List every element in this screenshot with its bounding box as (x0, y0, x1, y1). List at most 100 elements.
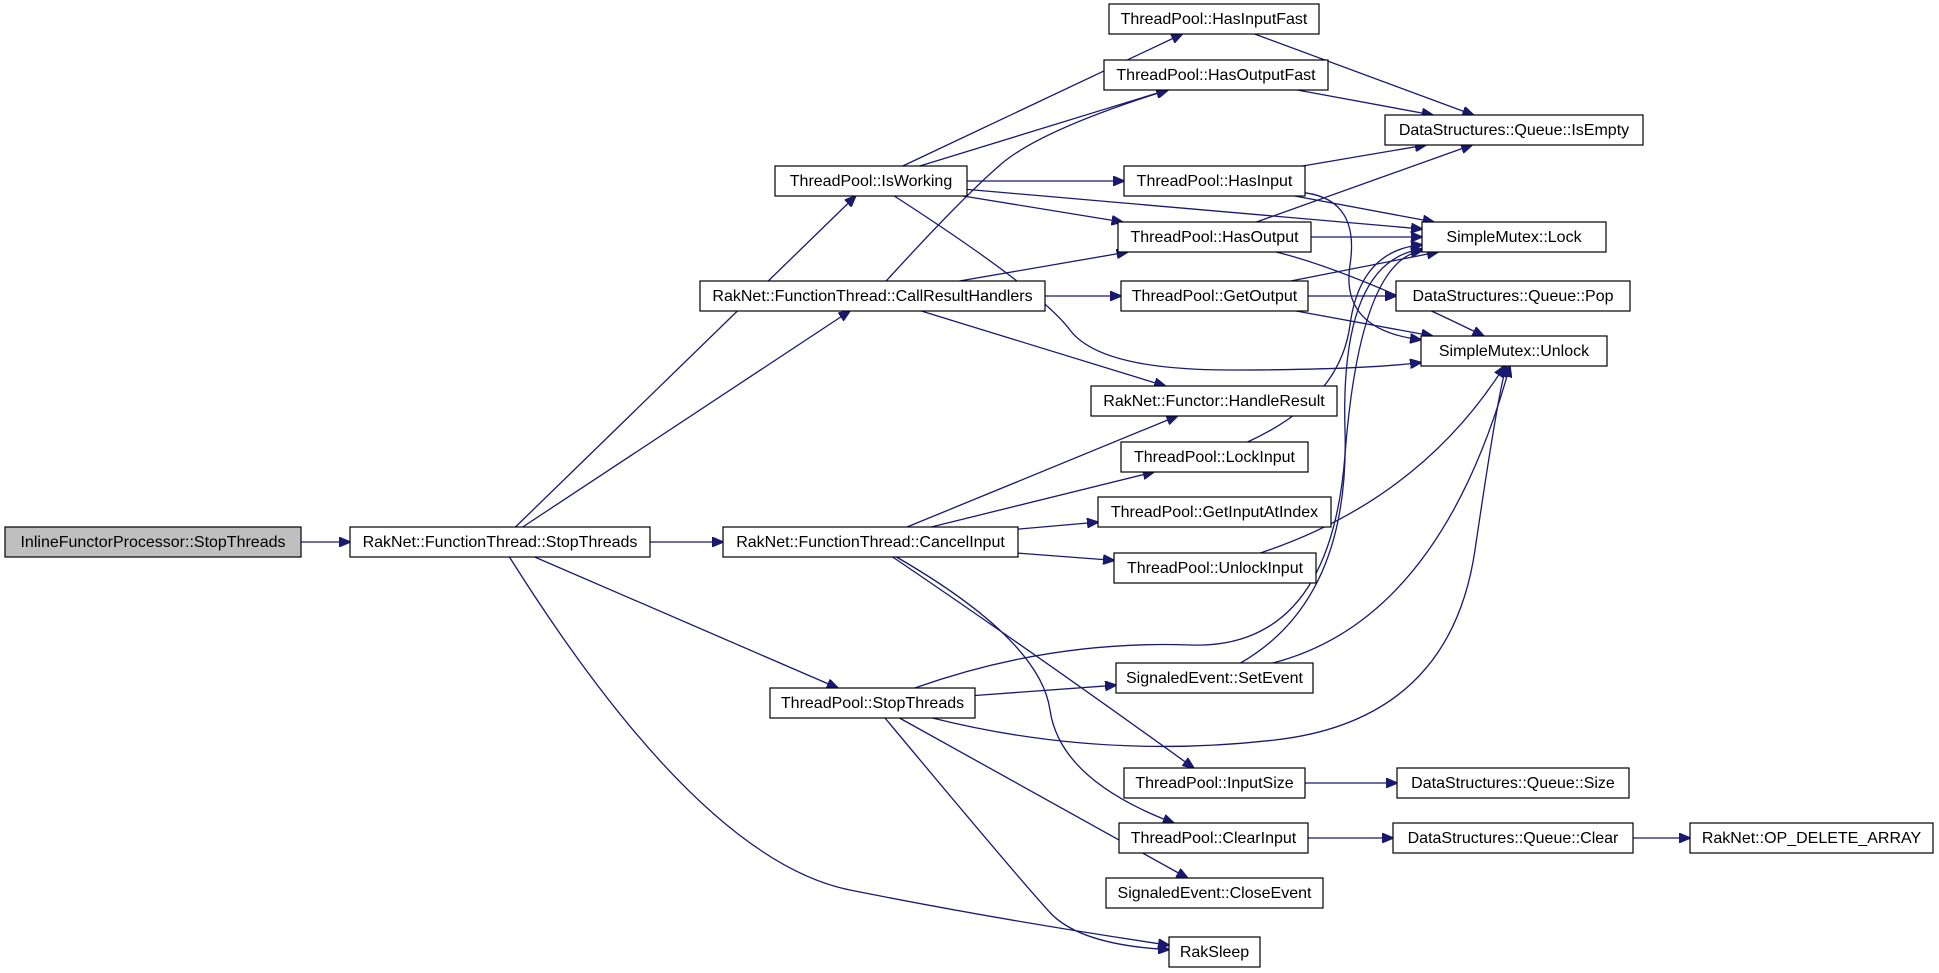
node-datastructures-queue-size[interactable]: DataStructures::Queue::Size (1396, 767, 1630, 799)
node-label: DataStructures::Queue::Clear (1408, 830, 1619, 847)
node-box (1395, 280, 1631, 312)
node-threadpool-isworking[interactable]: ThreadPool::IsWorking (774, 165, 968, 197)
edge-threadpool-isworking-to-simplemutex-lock (966, 188, 1422, 229)
node-datastructures-queue-isempty[interactable]: DataStructures::Queue::IsEmpty (1384, 114, 1644, 146)
node-box (1396, 767, 1630, 799)
node-label: DataStructures::Queue::IsEmpty (1399, 122, 1629, 139)
node-datastructures-queue-clear[interactable]: DataStructures::Queue::Clear (1392, 822, 1634, 854)
node-box (1689, 822, 1934, 854)
node-box (1420, 335, 1608, 367)
node-box (1384, 114, 1644, 146)
node-raknet-functionthread-stopthreads[interactable]: RakNet::FunctionThread::StopThreads (349, 526, 651, 558)
node-label: ThreadPool::IsWorking (790, 173, 952, 190)
edge-threadpool-stopthreads-to-simplemutex-lock (914, 251, 1422, 689)
node-label: InlineFunctorProcessor::StopThreads (20, 534, 285, 551)
edge-threadpool-unlockinput-to-simplemutex-unlock (1260, 366, 1504, 554)
node-box (1118, 822, 1309, 854)
node-box (722, 526, 1019, 558)
edge-threadpool-isworking-to-threadpool-hasinputfast (902, 34, 1182, 167)
edge-threadpool-hasoutput-to-datastructures-queue-isempty (1256, 145, 1472, 223)
node-label: ThreadPool::HasInputFast (1121, 11, 1308, 28)
edge-threadpool-hasinput-to-simplemutex-unlock (1304, 192, 1421, 340)
node-label: RakSleep (1180, 944, 1249, 961)
node-label: DataStructures::Queue::Size (1411, 775, 1615, 792)
node-threadpool-hasinputfast[interactable]: ThreadPool::HasInputFast (1108, 3, 1320, 35)
node-label: RakNet::FunctionThread::CancelInput (736, 534, 1005, 551)
edge-signaledevent-setevent-to-simplemutex-lock (1240, 249, 1422, 664)
node-label: ThreadPool::StopThreads (781, 695, 964, 712)
edge-raknet-functionthread-cancelinput-to-raknet-functor-handleresult (906, 416, 1177, 528)
node-box (1103, 59, 1329, 91)
node-raknet-functor-handleresult[interactable]: RakNet::Functor::HandleResult (1090, 385, 1338, 417)
node-box (769, 687, 976, 719)
node-label: ThreadPool::HasOutput (1130, 229, 1299, 246)
node-threadpool-unlockinput[interactable]: ThreadPool::UnlockInput (1113, 552, 1317, 584)
edge-signaledevent-setevent-to-simplemutex-unlock (1272, 366, 1510, 664)
node-datastructures-queue-pop[interactable]: DataStructures::Queue::Pop (1395, 280, 1631, 312)
node-label: RakNet::FunctionThread::StopThreads (363, 534, 638, 551)
node-threadpool-getinputatindex[interactable]: ThreadPool::GetInputAtIndex (1097, 496, 1332, 528)
edges-layer (301, 34, 1690, 950)
node-threadpool-hasoutputfast[interactable]: ThreadPool::HasOutputFast (1103, 59, 1329, 91)
node-rak-sleep[interactable]: RakSleep (1168, 936, 1261, 968)
edge-raknet-functionthread-stopthreads-to-raknet-functionthread-callresulthandlers (522, 311, 850, 528)
node-box (1115, 662, 1314, 694)
node-label: SimpleMutex::Unlock (1439, 343, 1590, 360)
node-threadpool-hasinput[interactable]: ThreadPool::HasInput (1123, 165, 1306, 197)
node-threadpool-lockinput[interactable]: ThreadPool::LockInput (1120, 441, 1309, 473)
node-box (4, 526, 302, 558)
node-label: RakNet::Functor::HandleResult (1103, 393, 1325, 410)
node-raknet-op-delete-array[interactable]: RakNet::OP_DELETE_ARRAY (1689, 822, 1934, 854)
edge-threadpool-getoutput-to-simplemutex-unlock (1296, 310, 1432, 336)
node-box (1090, 385, 1338, 417)
node-box (1123, 767, 1306, 799)
node-box (1108, 3, 1320, 35)
node-box (774, 165, 968, 197)
node-label: RakNet::OP_DELETE_ARRAY (1702, 830, 1922, 847)
node-signaledevent-closeevent[interactable]: SignaledEvent::CloseEvent (1105, 877, 1324, 909)
edge-raknet-functionthread-callresulthandlers-to-raknet-functor-handleresult (921, 310, 1165, 386)
node-threadpool-inputsize[interactable]: ThreadPool::InputSize (1123, 767, 1306, 799)
node-simplemutex-unlock[interactable]: SimpleMutex::Unlock (1420, 335, 1608, 367)
node-threadpool-getoutput[interactable]: ThreadPool::GetOutput (1120, 280, 1309, 312)
edge-threadpool-isworking-to-threadpool-hasoutput (962, 195, 1122, 222)
node-box (1117, 221, 1312, 253)
node-box (1097, 496, 1332, 528)
node-box (699, 280, 1046, 312)
node-label: ThreadPool::HasOutputFast (1116, 67, 1316, 84)
node-box (1113, 552, 1317, 584)
node-raknet-functionthread-cancelinput[interactable]: RakNet::FunctionThread::CancelInput (722, 526, 1019, 558)
node-threadpool-clearinput[interactable]: ThreadPool::ClearInput (1118, 822, 1309, 854)
edge-threadpool-hasinput-to-simplemutex-lock (1294, 195, 1434, 222)
node-box (1120, 280, 1309, 312)
node-label: RakNet::FunctionThread::CallResultHandle… (712, 288, 1032, 305)
edge-threadpool-stopthreads-to-signaledevent-setevent (974, 685, 1116, 697)
edge-threadpool-stopthreads-to-simplemutex-unlock (932, 366, 1506, 748)
node-box (1120, 441, 1309, 473)
node-simplemutex-lock[interactable]: SimpleMutex::Lock (1421, 221, 1607, 253)
edge-threadpool-hasinput-to-datastructures-queue-isempty (1302, 145, 1426, 167)
edge-raknet-functionthread-callresulthandlers-to-threadpool-hasoutputfast (885, 90, 1168, 282)
node-label: SignaledEvent::SetEvent (1126, 670, 1304, 687)
node-box (1392, 822, 1634, 854)
edge-raknet-functionthread-cancelinput-to-threadpool-unlockinput (1017, 552, 1114, 560)
node-label: DataStructures::Queue::Pop (1413, 288, 1614, 305)
node-label: ThreadPool::LockInput (1134, 449, 1296, 466)
node-box (1421, 221, 1607, 253)
node-inline-functor-processor-stopthreads[interactable]: InlineFunctorProcessor::StopThreads (4, 526, 302, 558)
node-threadpool-hasoutput[interactable]: ThreadPool::HasOutput (1117, 221, 1312, 253)
node-label: ThreadPool::InputSize (1135, 775, 1293, 792)
edge-threadpool-getoutput-to-simplemutex-lock (1290, 252, 1438, 282)
edge-raknet-functionthread-stopthreads-to-threadpool-isworking (514, 196, 855, 528)
node-signaledevent-setevent[interactable]: SignaledEvent::SetEvent (1115, 662, 1314, 694)
node-threadpool-stopthreads[interactable]: ThreadPool::StopThreads (769, 687, 976, 719)
edge-raknet-functionthread-cancelinput-to-threadpool-getinputatindex (1017, 522, 1098, 530)
node-raknet-functionthread-callresulthandlers[interactable]: RakNet::FunctionThread::CallResultHandle… (699, 280, 1046, 312)
edge-raknet-functionthread-stopthreads-to-rak-sleep (508, 556, 1169, 945)
node-box (349, 526, 651, 558)
node-box (1105, 877, 1324, 909)
edge-threadpool-hasoutputfast-to-datastructures-queue-isempty (1297, 89, 1432, 115)
node-label: SignaledEvent::CloseEvent (1118, 885, 1312, 902)
